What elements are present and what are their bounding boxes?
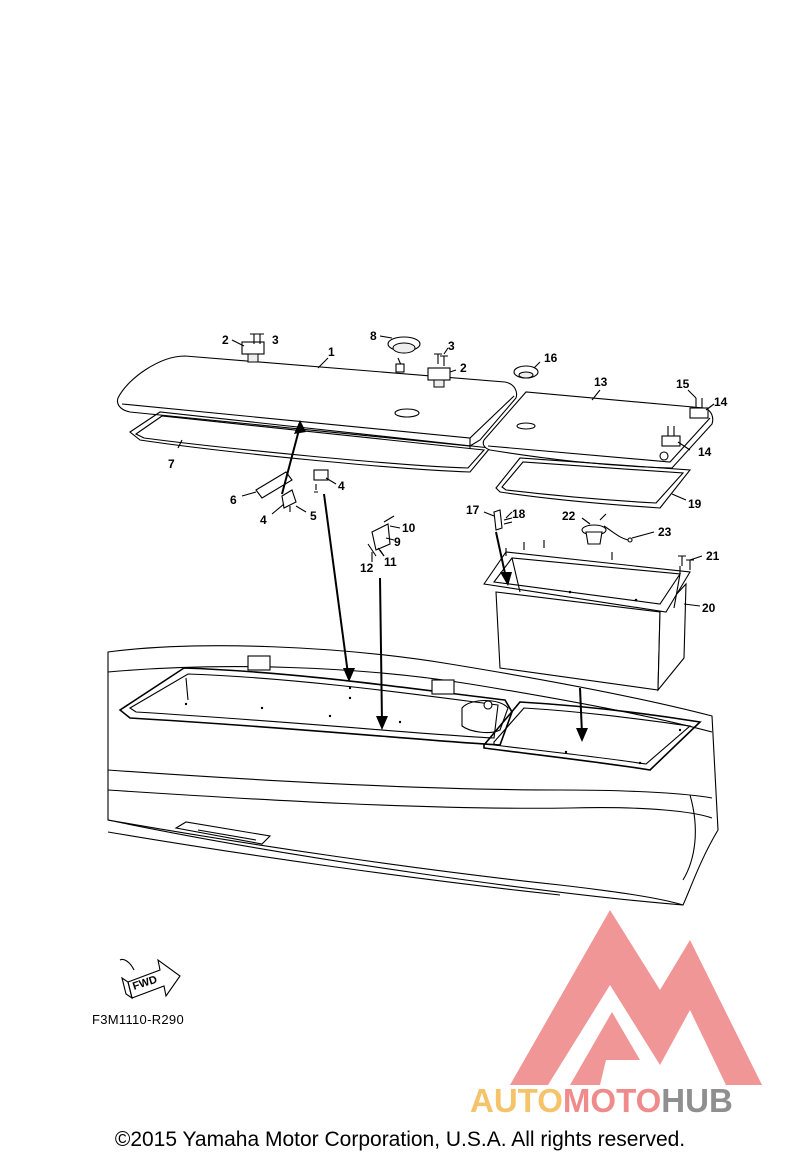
callout-14: 14 xyxy=(714,395,728,409)
hinge-2b xyxy=(427,367,451,388)
assembly-arrows xyxy=(281,420,588,742)
watermark-logo xyxy=(510,910,762,1085)
callout-11: 11 xyxy=(384,555,397,569)
gasket-7 xyxy=(129,411,492,473)
callout-12: 12 xyxy=(360,561,374,575)
callout-1: 1 xyxy=(328,345,335,359)
tub-screws xyxy=(505,540,681,574)
watermark-text: AUTOMOTOHUB xyxy=(470,1082,733,1120)
callout-21: 21 xyxy=(706,549,720,563)
callout-7: 7 xyxy=(168,457,175,471)
callout-9: 9 xyxy=(394,535,401,549)
callout-18: 18 xyxy=(512,507,526,521)
storage-tub xyxy=(483,551,691,692)
callout-4: 4 xyxy=(338,479,345,493)
callout-23: 23 xyxy=(658,525,672,539)
screws-3a xyxy=(250,333,264,344)
callout-8: 8 xyxy=(370,329,377,343)
hinges-14 xyxy=(661,398,709,447)
parts-17-18 xyxy=(493,509,513,531)
deck-body xyxy=(107,645,719,906)
stay-6 xyxy=(255,471,293,499)
callout-3: 3 xyxy=(272,333,279,347)
callout-6: 6 xyxy=(230,493,237,507)
fwd-arrow-icon: FWD xyxy=(119,958,181,1000)
drain-cap-8 xyxy=(387,336,421,373)
watermark-auto: AUTO xyxy=(470,1082,563,1119)
watermark-moto: MOTO xyxy=(562,1082,662,1119)
leader-lines xyxy=(177,335,715,607)
callout-16: 16 xyxy=(544,351,558,365)
callout-15: 15 xyxy=(676,377,690,391)
callout-10: 10 xyxy=(402,521,416,535)
lid-front xyxy=(482,391,714,469)
hinge-2a xyxy=(241,341,265,363)
lid-main xyxy=(116,355,518,448)
copyright-notice: ©2015 Yamaha Motor Corporation, U.S.A. A… xyxy=(114,1128,686,1151)
callout-4: 4 xyxy=(260,513,267,527)
screws-3b xyxy=(434,353,448,366)
gasket-19 xyxy=(495,457,692,509)
callout-numbers: 1 2 3 8 3 2 16 13 15 14 14 7 6 4 4 5 10 … xyxy=(168,329,728,615)
callout-5: 5 xyxy=(310,509,317,523)
callout-19: 19 xyxy=(688,497,702,511)
callout-2: 2 xyxy=(460,361,467,375)
callout-13: 13 xyxy=(594,375,608,389)
callout-20: 20 xyxy=(702,601,716,615)
drawing-code: F3M1110-R290 xyxy=(92,1012,184,1027)
screws-21 xyxy=(678,555,694,570)
callout-22: 22 xyxy=(562,509,576,523)
callout-3: 3 xyxy=(448,339,455,353)
brackets-4-5 xyxy=(281,469,329,512)
drain-22-23 xyxy=(581,513,633,545)
callout-14: 14 xyxy=(698,445,712,459)
callout-2: 2 xyxy=(222,333,229,347)
callout-17: 17 xyxy=(466,503,480,517)
cap-16 xyxy=(513,365,539,379)
latch-9-10-11-12 xyxy=(367,515,395,557)
watermark-hub: HUB xyxy=(661,1082,733,1119)
